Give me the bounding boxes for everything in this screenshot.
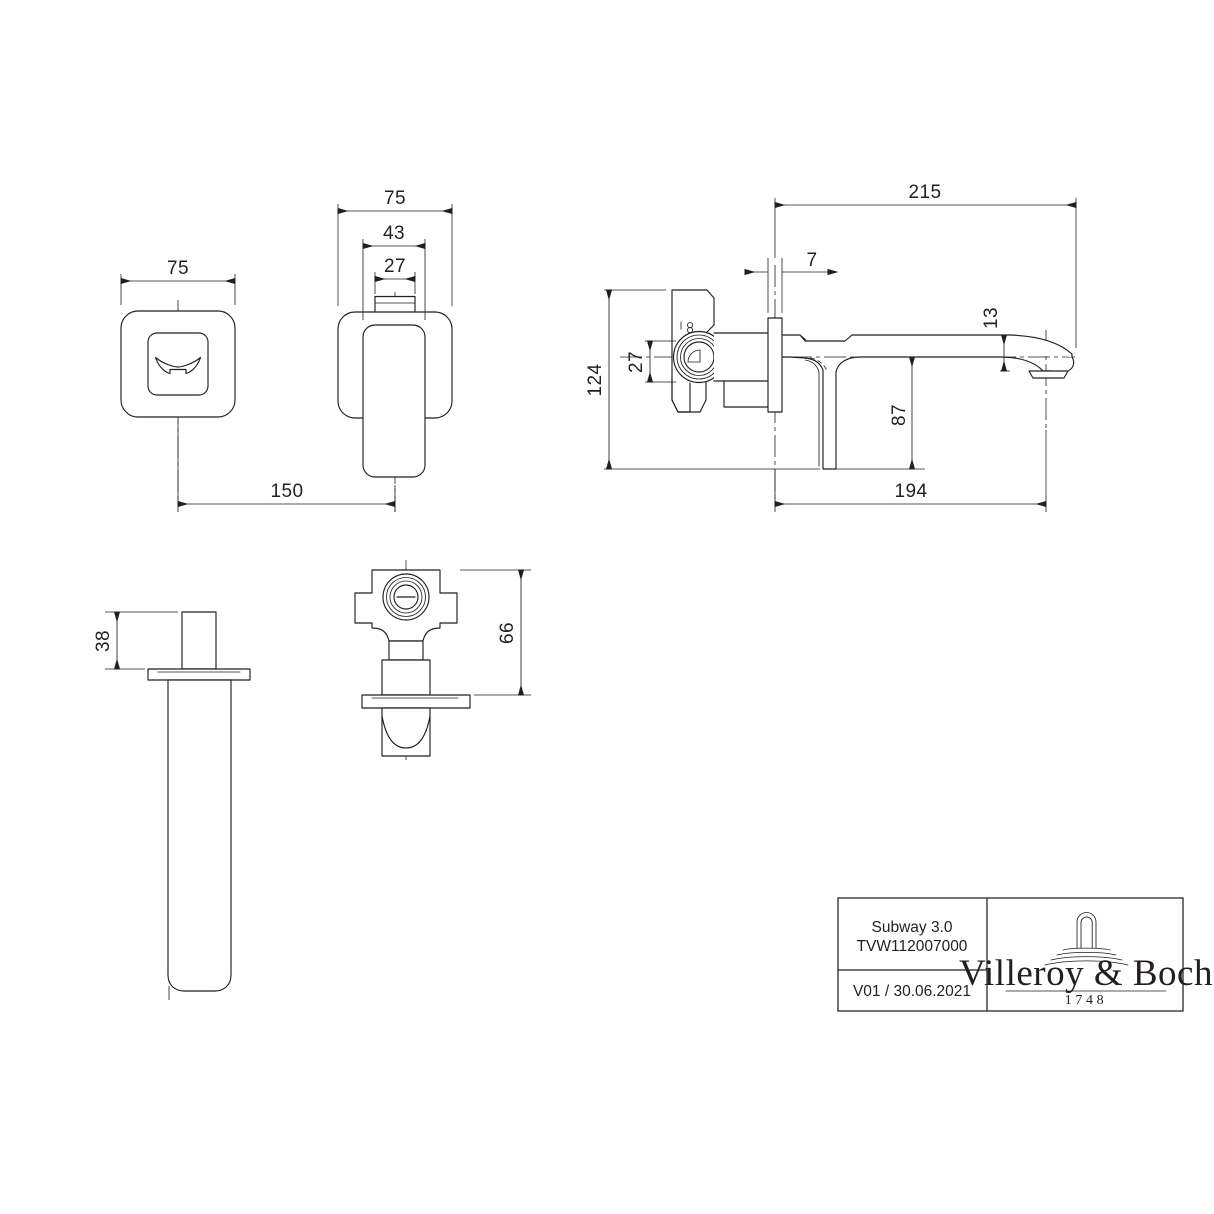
dimension-spout-projection: 194 xyxy=(774,430,1047,512)
revision-label: V01 / 30.06.2021 xyxy=(853,983,971,1000)
dimension-label-center-distance: 150 xyxy=(271,481,304,502)
product-name-label: Subway 3.0 xyxy=(872,919,953,936)
brand-name-label: Villeroy & Boch xyxy=(959,953,1213,994)
valve-barrel-lower xyxy=(381,707,431,757)
dimension-outlet-height: 13 xyxy=(981,307,1010,372)
dimension-spout-height: 87 xyxy=(836,356,925,470)
dimension-front-width: 75 xyxy=(120,258,236,305)
section-wall-plate xyxy=(767,317,783,413)
dimension-top-lever-width: 43 xyxy=(362,223,426,320)
dimension-wall-plate-thickness: 7 xyxy=(744,250,839,313)
dimension-valve-axis-offset: 27 xyxy=(626,340,676,383)
valve-flange xyxy=(361,694,471,709)
brand-year-label: 1748 xyxy=(1065,993,1107,1008)
tube-body xyxy=(167,679,232,992)
section-valve-body xyxy=(713,332,776,382)
spout-tip-nose xyxy=(1067,356,1075,372)
article-number-label: TVW112007000 xyxy=(857,938,968,955)
spout-seam-chamfer xyxy=(799,334,807,341)
section-body-lower-tab xyxy=(671,377,691,413)
valve-inner-segment xyxy=(687,349,701,363)
tube-flange xyxy=(147,668,251,681)
top-plan-view: 75 43 27 xyxy=(337,188,453,512)
spout-aerator xyxy=(1028,370,1069,379)
section-body-shoulder xyxy=(723,380,776,408)
dimension-label-top-lever-tip-width: 27 xyxy=(384,256,406,277)
top-lever-body xyxy=(362,324,426,478)
title-block: Subway 3.0 TVW112007000 V01 / 30.06.2021… xyxy=(837,897,1213,1012)
dimension-label-front-width: 75 xyxy=(167,258,189,279)
dimension-label-spout-projection: 194 xyxy=(895,481,928,502)
dimension-label-valve-axis-offset: 27 xyxy=(626,351,647,373)
spout-inner-line xyxy=(804,359,820,467)
dimension-label-valve-head-height: 66 xyxy=(497,622,518,644)
top-lever-tip xyxy=(374,295,416,313)
dimension-label-tube-stem-length: 38 xyxy=(93,630,114,652)
dimension-tube-stem-length: 38 xyxy=(93,611,178,670)
valve-body-view: 66 xyxy=(354,560,531,760)
dimension-label-spout-total-reach: 215 xyxy=(909,182,942,203)
dimension-label-top-plate-width: 75 xyxy=(384,188,406,209)
dimension-label-overall-height: 124 xyxy=(585,364,606,397)
front-handle-block xyxy=(147,332,209,396)
valve-barrel-upper xyxy=(381,659,431,696)
front-lever-handle xyxy=(154,356,202,375)
title-block-frame xyxy=(837,897,1184,1012)
dimension-overall-height: 124 xyxy=(585,289,820,470)
spout-lower-profile xyxy=(781,356,1053,470)
valve-seat-ring-3 xyxy=(389,580,423,614)
spout-upper-profile xyxy=(781,334,1073,358)
valve-neck xyxy=(388,640,424,661)
side-section-view: 215 7 13 124 27 xyxy=(585,182,1077,512)
extension-tube-view: 38 xyxy=(93,611,251,1000)
dimension-label-outlet-height: 13 xyxy=(981,307,1002,329)
valve-seat-ring-2 xyxy=(386,577,426,617)
dimension-top-plate-width: 75 xyxy=(337,188,453,306)
valve-seat-ring-4 xyxy=(393,584,419,610)
spout-hidden-edge xyxy=(809,357,828,372)
dimension-valve-head-height: 66 xyxy=(460,569,531,696)
valve-lower-curve xyxy=(381,715,431,749)
tube-stem xyxy=(181,611,217,670)
dimension-label-spout-height: 87 xyxy=(889,404,910,426)
dimension-top-lever-tip-width: 27 xyxy=(374,256,416,294)
front-elevation-view: 75 150 xyxy=(120,258,396,512)
dimension-label-wall-plate-thickness: 7 xyxy=(807,250,818,271)
dimension-center-distance: 150 xyxy=(177,420,396,512)
fountain-arch-icon xyxy=(1044,912,1129,966)
dimension-label-top-lever-width: 43 xyxy=(383,223,405,244)
dimension-spout-total-reach: 215 xyxy=(774,182,1077,348)
